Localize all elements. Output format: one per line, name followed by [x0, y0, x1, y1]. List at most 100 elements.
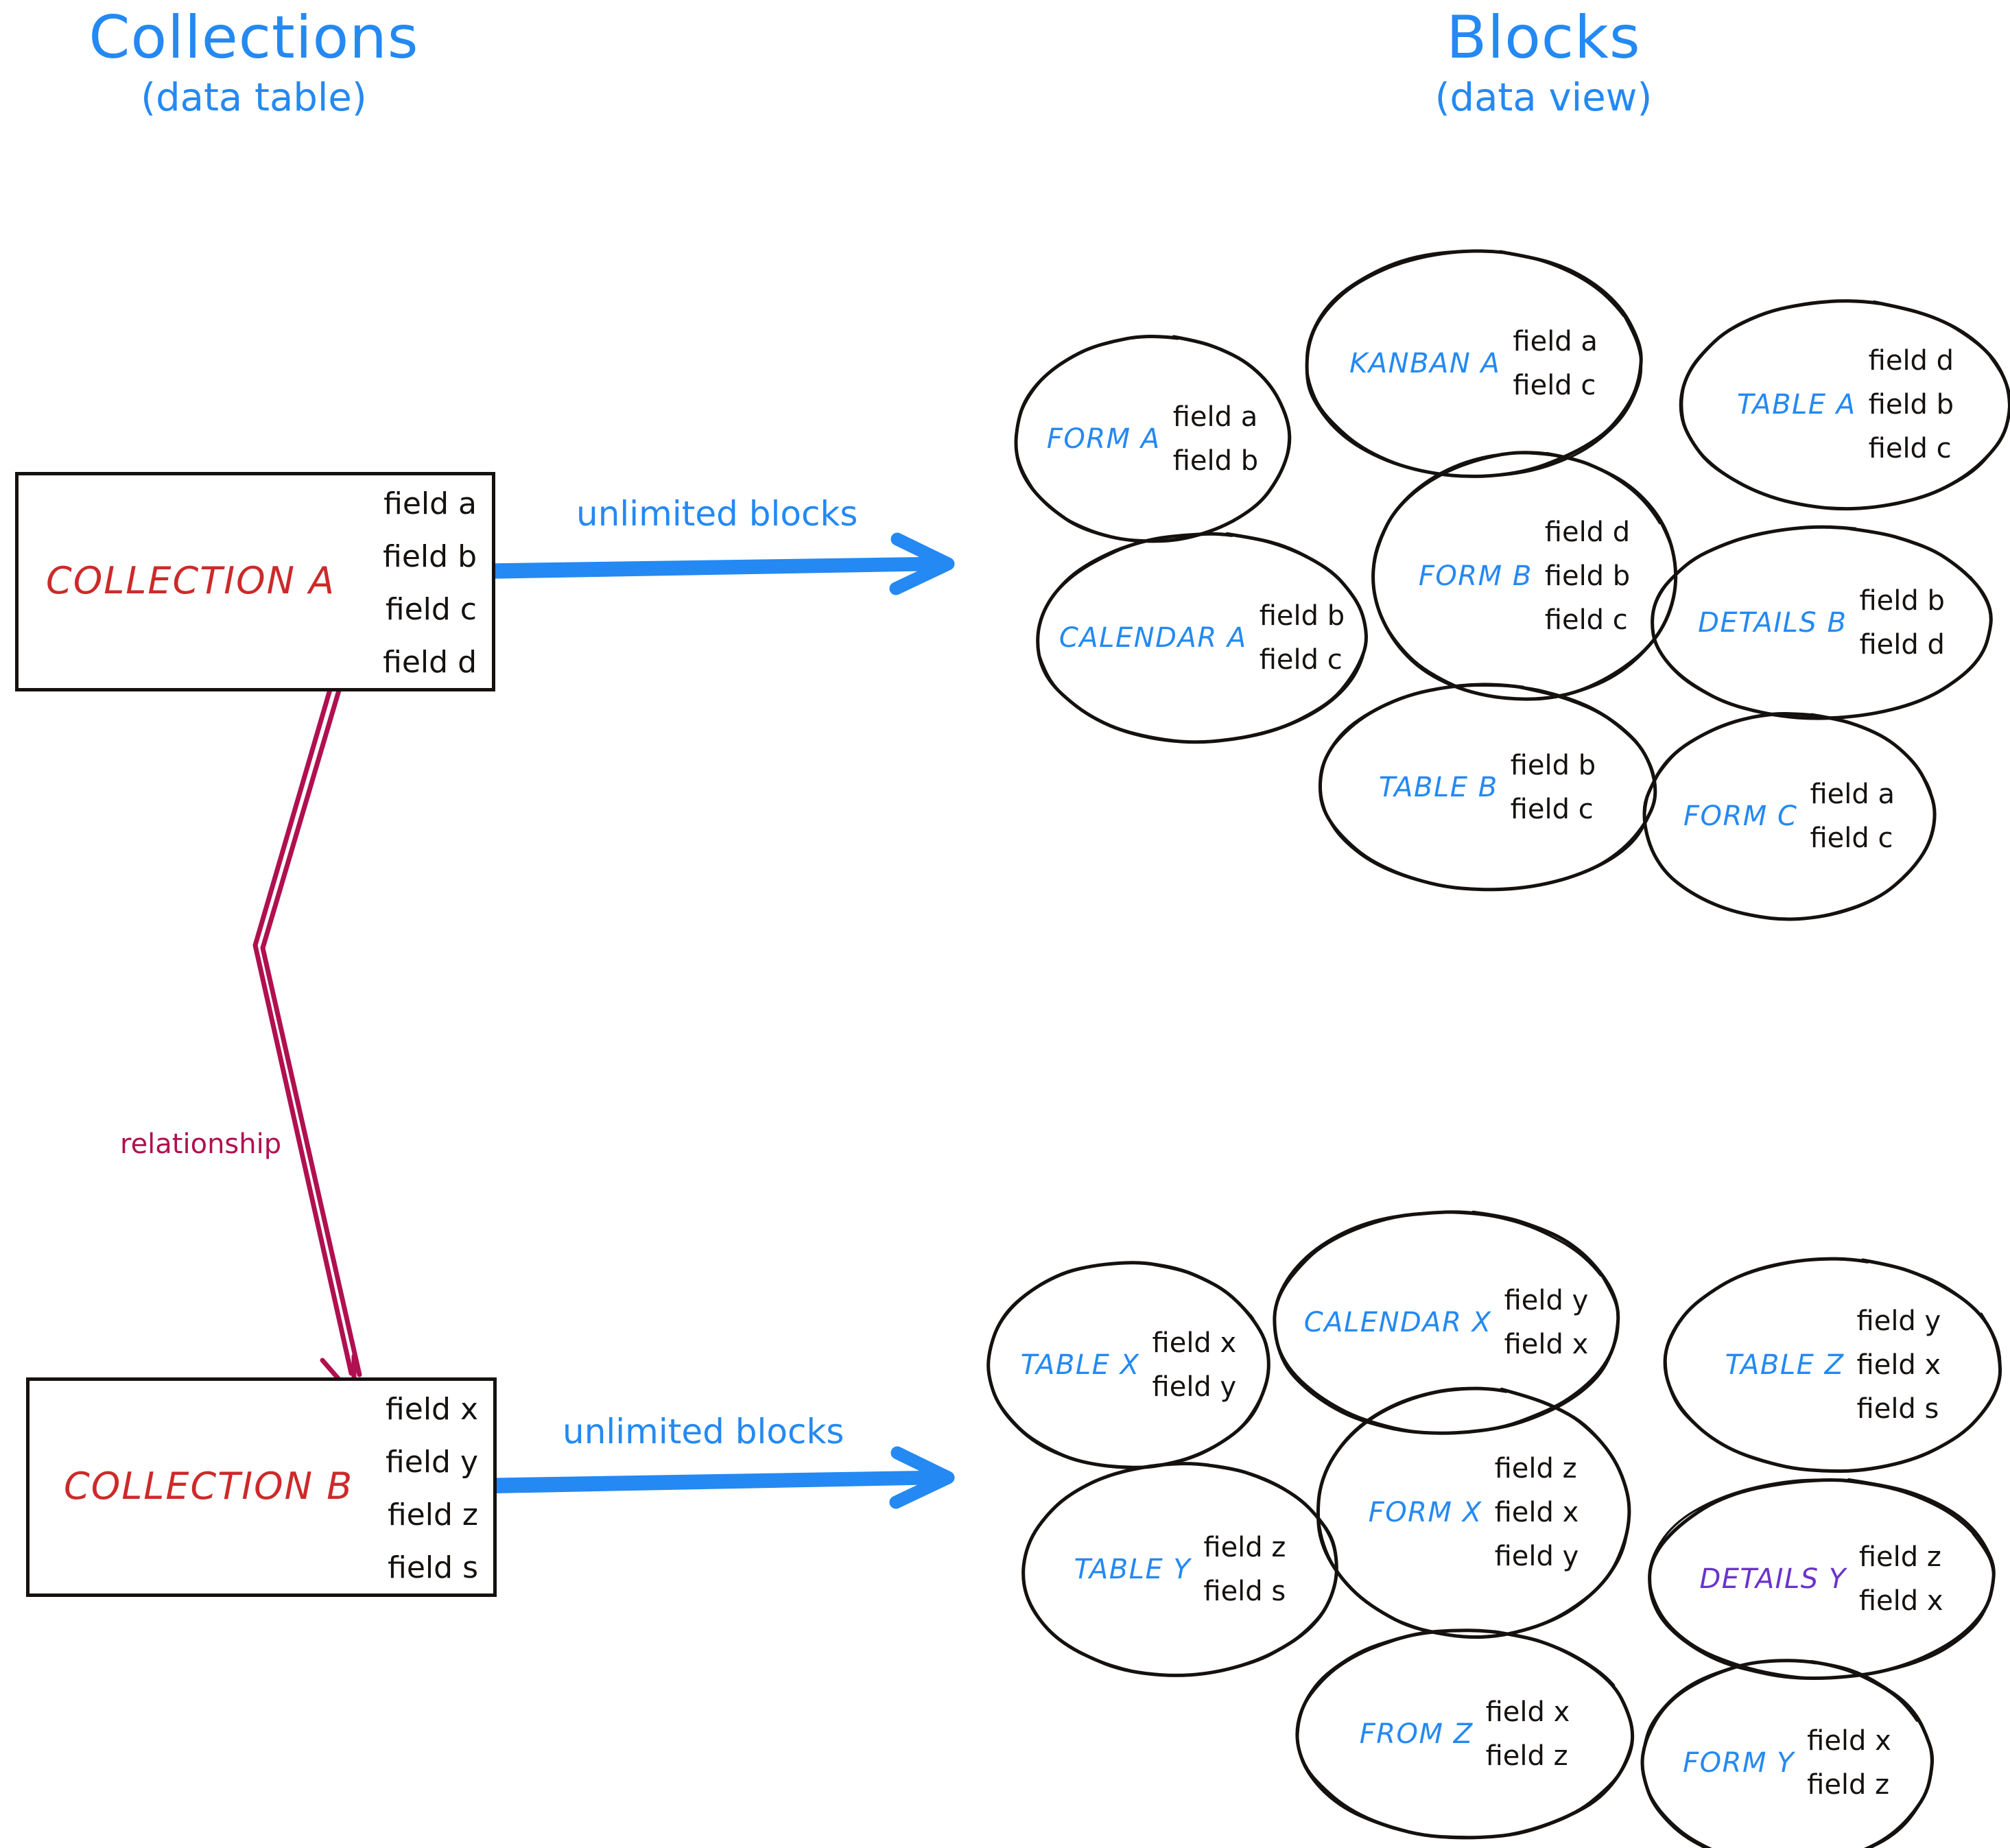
- block-field: field z: [1485, 1740, 1568, 1772]
- collection-field: field y: [386, 1445, 478, 1480]
- block-field-list: field x field z: [1807, 1725, 1891, 1801]
- block-field: field c: [1810, 822, 1893, 854]
- collection-field: field c: [385, 592, 477, 627]
- block-field: field s: [1856, 1393, 1939, 1425]
- block-field: field c: [1513, 370, 1596, 401]
- block-name: KANBAN A: [1349, 348, 1501, 379]
- block-kanban-a[interactable]: KANBAN A field a field c: [1305, 250, 1642, 477]
- block-field: field a: [1172, 401, 1258, 433]
- block-field: field c: [1868, 433, 1952, 464]
- block-field: field d: [1868, 345, 1954, 377]
- block-content: FROM Z field x field z: [1297, 1630, 1633, 1838]
- block-name: FORM C: [1683, 801, 1798, 832]
- block-field-list: field x field z: [1486, 1696, 1570, 1772]
- block-content: FORM C field a field c: [1644, 713, 1935, 919]
- collection-field: field d: [383, 645, 477, 680]
- collection-field: field b: [383, 539, 477, 574]
- block-field-list: field a field c: [1810, 779, 1895, 854]
- block-field: field b: [1544, 560, 1631, 592]
- block-name: TABLE Z: [1725, 1349, 1845, 1381]
- relationship-label: relationship: [120, 1128, 282, 1160]
- block-field: field z: [1807, 1769, 1890, 1801]
- block-form-c[interactable]: FORM C field a field c: [1644, 713, 1935, 919]
- collection-name: COLLECTION A: [46, 559, 336, 602]
- block-field: field x: [1856, 1349, 1941, 1381]
- block-field: field x: [1504, 1329, 1589, 1360]
- block-name: FORM Y: [1683, 1747, 1795, 1779]
- collection-a[interactable]: COLLECTION A field a field b field c field d: [15, 472, 495, 691]
- block-form-b[interactable]: FORM B field d field b field c: [1372, 453, 1677, 700]
- block-field: field c: [1544, 604, 1628, 636]
- block-from-z[interactable]: FROM Z field x field z: [1297, 1630, 1633, 1838]
- collection-field: field a: [383, 486, 477, 521]
- block-field: field d: [1544, 517, 1631, 548]
- block-field: field z: [1858, 1541, 1941, 1573]
- block-field-list: field d field b field c: [1869, 345, 1954, 464]
- block-field: field a: [1810, 779, 1895, 810]
- block-field: field x: [1807, 1725, 1891, 1757]
- block-name: CALENDAR X: [1303, 1307, 1492, 1338]
- block-field: field b: [1510, 750, 1596, 781]
- unlimited-blocks-arrow-bottom: [488, 1446, 955, 1509]
- collection-field: field s: [388, 1550, 478, 1585]
- block-name: TABLE Y: [1074, 1554, 1192, 1585]
- block-name: DETAILS B: [1698, 607, 1847, 639]
- block-field: field x: [1858, 1585, 1943, 1617]
- block-name: FROM Z: [1359, 1718, 1474, 1750]
- relationship-connector: [252, 672, 362, 1399]
- collection-field-list: field a field b field c field d: [383, 486, 477, 680]
- block-content: FORM Y field x field z: [1642, 1660, 1932, 1848]
- heading-collections-title: Collections: [88, 3, 419, 72]
- block-field: field b: [1868, 389, 1954, 420]
- block-name: TABLE X: [1020, 1349, 1140, 1381]
- block-field: field b: [1172, 445, 1259, 477]
- block-field: field c: [1259, 644, 1343, 676]
- block-field: field x: [1485, 1696, 1570, 1728]
- block-form-y[interactable]: FORM Y field x field z: [1642, 1660, 1932, 1848]
- block-field: field d: [1859, 629, 1945, 661]
- block-name: FORM X: [1368, 1497, 1482, 1528]
- block-name: FORM B: [1418, 560, 1533, 592]
- block-field: field b: [1259, 600, 1345, 632]
- block-field: field z: [1494, 1453, 1577, 1484]
- collection-field: field x: [386, 1392, 478, 1427]
- block-field-list: field d field b field c: [1545, 517, 1630, 636]
- block-field: field a: [1513, 326, 1598, 357]
- heading-collections: Collections (data table): [41, 7, 466, 119]
- block-field: field z: [1203, 1532, 1286, 1563]
- heading-collections-subtitle: (data table): [141, 75, 367, 121]
- collection-name: COLLECTION B: [64, 1465, 354, 1508]
- heading-blocks-title: Blocks: [1446, 3, 1641, 72]
- heading-blocks-subtitle: (data view): [1434, 75, 1653, 121]
